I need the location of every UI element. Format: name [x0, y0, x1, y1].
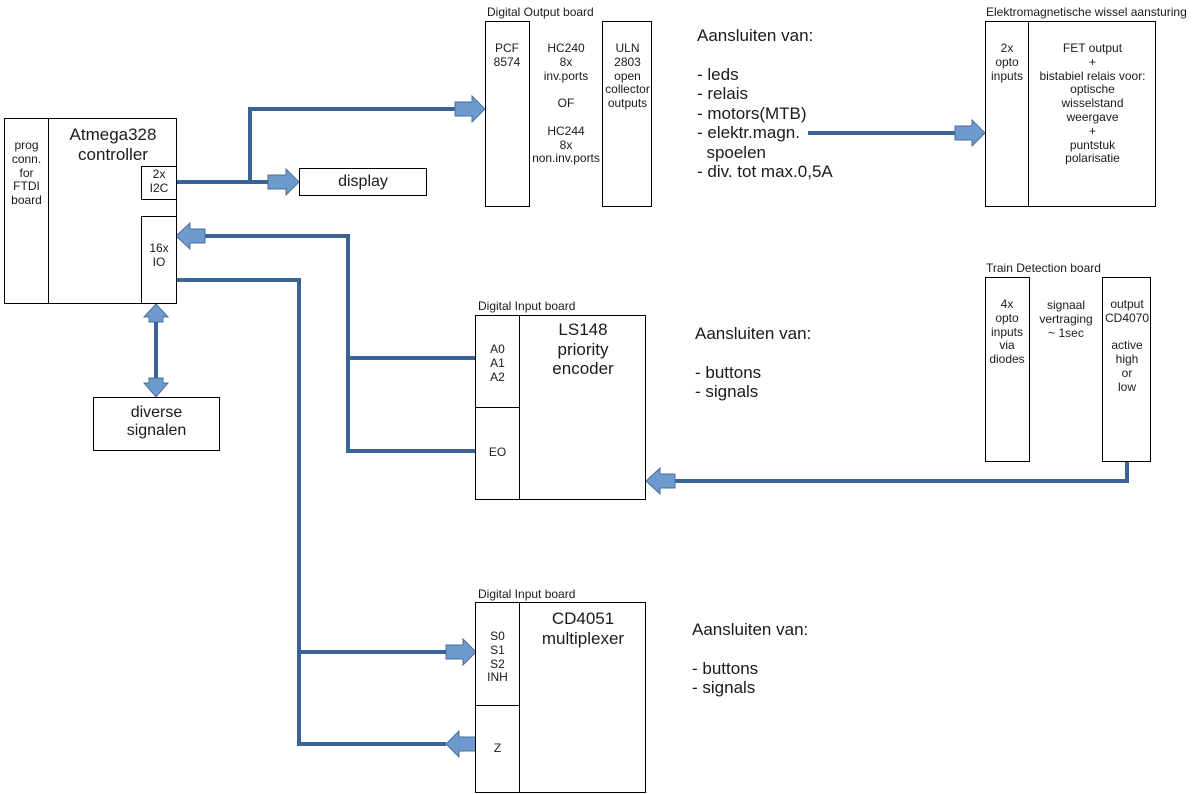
arrow-to-output-board [454, 94, 486, 124]
input-board-1-title: Digital Input board [478, 299, 576, 313]
arrow-to-multiplexer [445, 637, 477, 667]
wire-io-to-multiplexer [176, 278, 446, 746]
input-board-2-title: Digital Input board [478, 587, 576, 601]
input-notes-1-heading: Aansluiten van: [695, 324, 812, 343]
diverse-signalen-box [93, 397, 220, 451]
arrow-to-encoder [645, 466, 676, 496]
i2c-port [141, 166, 177, 200]
wissel-board-divider [985, 21, 1029, 207]
diverse-signalen-label: diverse signalen [126, 404, 187, 440]
input-board-1-address-pins: A0 A1 A2 [490, 342, 505, 384]
input-notes-1: Aansluiten van: - buttons - signals [695, 324, 811, 402]
input-board-1-pin-divider [475, 407, 520, 408]
input-board-2-z-pin: Z [493, 741, 502, 755]
output-notes-item: - div. tot max.0,5A [697, 162, 833, 182]
output-board-buffer-label: HC240 8x inv.ports OF HC244 8x non.inv.p… [532, 41, 600, 166]
prog-connector-label: prog conn. for FTDI board [11, 138, 42, 208]
output-board-pcf-label: PCF 8574 [493, 41, 521, 69]
wire-i2c-to-output-board [248, 107, 455, 182]
output-notes-item: - motors(MTB) [697, 103, 807, 123]
controller-title: Atmega328 controller [69, 125, 157, 164]
arrow-to-io [175, 221, 206, 251]
input-board-2-pin-column [475, 602, 520, 793]
output-notes-heading: Aansluiten van: [697, 26, 814, 45]
arrow-to-wissel [954, 118, 986, 148]
arrow-from-multiplexer [445, 729, 477, 759]
input-board-2-chip-label: CD4051 multiplexer [541, 609, 625, 648]
input-notes-1-item: - buttons [695, 362, 762, 382]
display-label: display [338, 173, 388, 190]
output-board-title: Digital Output board [487, 5, 594, 19]
input-board-2-pin-divider [475, 705, 520, 706]
prog-connector-section [4, 118, 49, 304]
train-output-label: output CD4070 active high or low [1104, 297, 1150, 394]
io-port-label: 16x IO [149, 241, 169, 269]
input-notes-2-heading: Aansluiten van: [692, 620, 809, 639]
output-notes-item: - elektr.magn. spoelen [697, 123, 800, 162]
input-board-1-chip-label: LS148 priority encoder [552, 320, 614, 379]
wire-io-from-encoder [205, 234, 476, 453]
input-notes-2: Aansluiten van: - buttons - signals [692, 620, 808, 698]
arrow-to-display [267, 167, 300, 197]
input-notes-2-item: - buttons [692, 658, 759, 678]
arrow-diverse-down [142, 377, 170, 398]
output-notes: Aansluiten van: - leds - relais - motors… [697, 26, 833, 182]
output-board-col-divider [529, 21, 603, 207]
output-board-uln-label: ULN 2803 open collector outputs [605, 41, 650, 111]
input-notes-2-item: - signals [692, 678, 756, 698]
input-board-2-select-pins: S0 S1 S2 INH [487, 629, 508, 685]
output-notes-item: - relais [697, 84, 749, 104]
input-board-1-eo-pin: EO [488, 445, 507, 459]
wissel-board-title: Elektromagnetische wissel aansturing [986, 5, 1187, 19]
display-box [299, 168, 427, 196]
i2c-port-label: 2x I2C [149, 167, 169, 195]
output-notes-item: - leds [697, 64, 739, 84]
train-delay-label: signaal vertraging ~ 1sec [1039, 298, 1093, 340]
io-port [141, 216, 177, 304]
train-board-title: Train Detection board [986, 261, 1101, 275]
train-board-col-divider [1029, 277, 1103, 462]
arrow-io-up [142, 303, 170, 323]
wire-train-to-encoder [675, 462, 1129, 483]
wissel-fet-label: FET output + bistabiel relais voor: opti… [1039, 41, 1146, 166]
input-notes-1-item: - signals [695, 382, 759, 402]
train-opto-label: 4x opto inputs via diodes [989, 297, 1025, 367]
wissel-opto-label: 2x opto inputs [990, 41, 1024, 83]
